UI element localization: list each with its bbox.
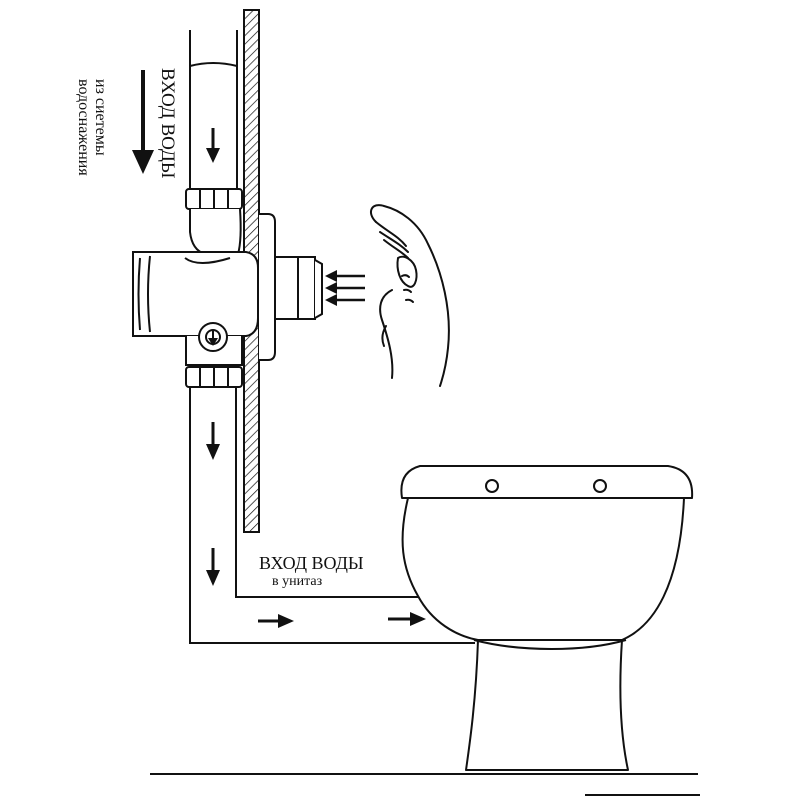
outlet-subtitle: в унитаз — [272, 574, 323, 589]
water-flow-arrow-icon — [388, 612, 426, 626]
inlet-subtitle: из сиетемы водоснажения — [75, 79, 109, 176]
sensor-signal-arrow-icon — [325, 282, 365, 294]
wall-flange — [259, 213, 276, 361]
outlet-pipe — [189, 387, 475, 644]
water-flow-arrow-icon — [258, 614, 294, 628]
sensor-signal-arrow-icon — [325, 294, 365, 306]
upper-union-nut — [185, 188, 243, 210]
inlet-title: ВХОД ВОДЫ — [157, 68, 178, 179]
water-flow-arrow-icon — [206, 128, 220, 163]
upper-neck — [189, 208, 242, 255]
valve-body — [132, 251, 259, 337]
floor — [150, 773, 700, 796]
water-flow-arrow-icon — [206, 422, 220, 460]
outlet-title: ВХОД ВОДЫ — [259, 553, 364, 573]
hand-sensor-icon — [369, 204, 450, 387]
toilet-bolt-left — [485, 479, 499, 493]
supply-pipe — [189, 30, 238, 190]
toilet-bolt-right — [593, 479, 607, 493]
toilet — [400, 465, 694, 771]
water-flow-arrow-icon — [208, 330, 218, 346]
water-flow-arrow-icon — [206, 548, 220, 586]
sensor-head — [274, 256, 323, 320]
lower-union-nut — [185, 366, 243, 388]
sensor-signal-arrow-icon — [325, 270, 365, 282]
water-flow-arrow-icon — [132, 70, 154, 174]
